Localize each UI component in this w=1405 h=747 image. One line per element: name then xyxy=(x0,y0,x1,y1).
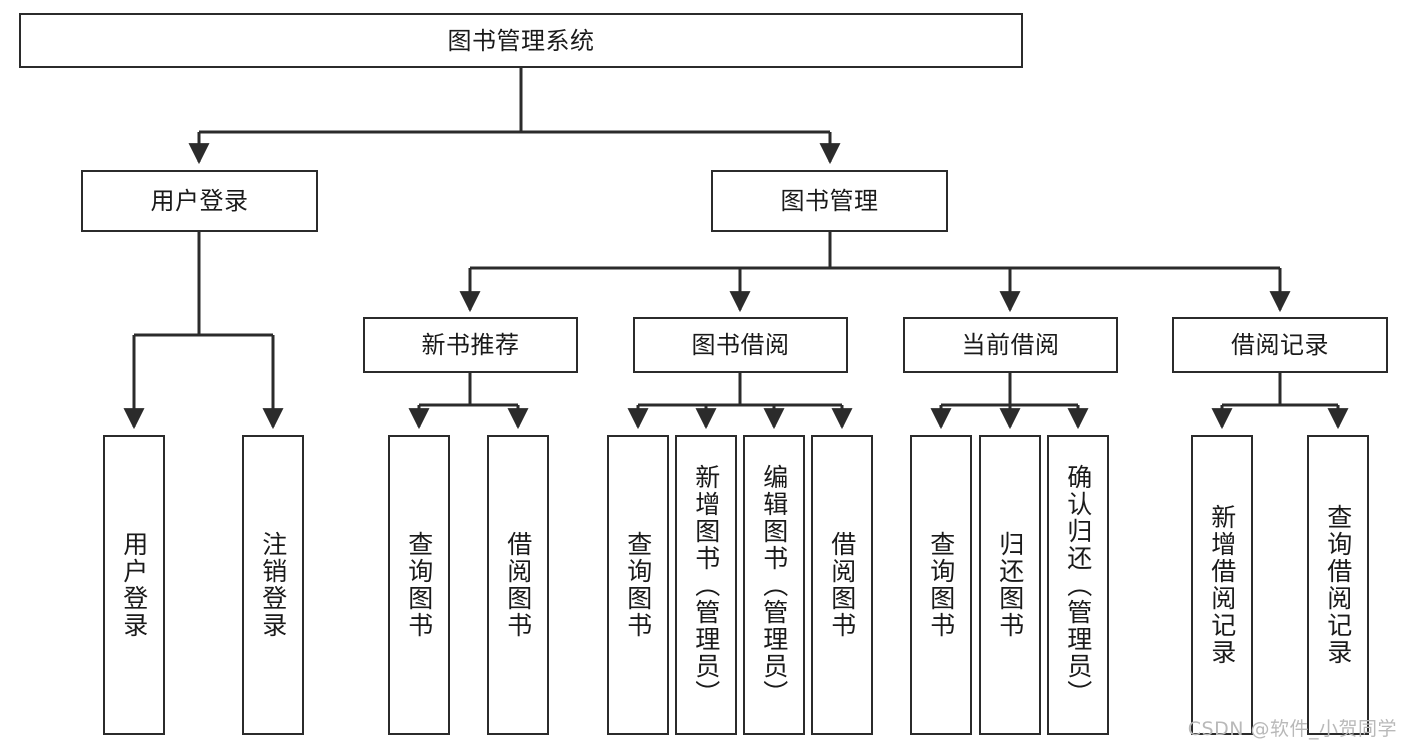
leaf-borrow-record-2-label: 查询借阅记录 xyxy=(1323,504,1353,666)
node-book-manage[interactable]: 图书管理 xyxy=(711,170,948,232)
node-user-login[interactable]: 用户登录 xyxy=(81,170,318,232)
leaf-user-login-1-label: 用户登录 xyxy=(119,531,149,639)
leaf-current-borrow-2[interactable]: 归还图书 xyxy=(979,435,1041,735)
leaf-book-borrow-1[interactable]: 查询图书 xyxy=(607,435,669,735)
node-user-login-label: 用户登录 xyxy=(150,187,249,215)
leaf-book-borrow-1-label: 查询图书 xyxy=(623,531,653,639)
leaf-current-borrow-2-label: 归还图书 xyxy=(995,531,1025,639)
leaf-book-borrow-4-label: 借阅图书 xyxy=(827,531,857,639)
leaf-borrow-record-2[interactable]: 查询借阅记录 xyxy=(1307,435,1369,735)
node-new-book-recommend[interactable]: 新书推荐 xyxy=(363,317,578,373)
node-book-borrow[interactable]: 图书借阅 xyxy=(633,317,848,373)
leaf-user-login-1[interactable]: 用户登录 xyxy=(103,435,165,735)
leaf-new-book-1[interactable]: 查询图书 xyxy=(388,435,450,735)
csdn-watermark: CSDN @软件_小贺同学 xyxy=(1187,718,1397,740)
leaf-user-login-2-label: 注销登录 xyxy=(258,531,288,639)
leaf-current-borrow-3[interactable]: 确认归还（管理员） xyxy=(1047,435,1109,735)
node-borrow-record[interactable]: 借阅记录 xyxy=(1172,317,1388,373)
leaf-book-borrow-4[interactable]: 借阅图书 xyxy=(811,435,873,735)
leaf-borrow-record-1-label: 新增借阅记录 xyxy=(1207,504,1237,666)
node-book-borrow-label: 图书借阅 xyxy=(691,331,790,359)
leaf-book-borrow-3-label: 编辑图书（管理员） xyxy=(759,463,789,707)
node-book-manage-label: 图书管理 xyxy=(780,187,879,215)
leaf-new-book-2-label: 借阅图书 xyxy=(503,531,533,639)
leaf-borrow-record-1[interactable]: 新增借阅记录 xyxy=(1191,435,1253,735)
leaf-current-borrow-1-label: 查询图书 xyxy=(926,531,956,639)
node-root-label: 图书管理系统 xyxy=(447,26,595,55)
leaf-book-borrow-2[interactable]: 新增图书（管理员） xyxy=(675,435,737,735)
leaf-current-borrow-1[interactable]: 查询图书 xyxy=(910,435,972,735)
leaf-current-borrow-3-label: 确认归还（管理员） xyxy=(1063,463,1093,707)
node-current-borrow-label: 当前借阅 xyxy=(961,331,1060,359)
leaf-book-borrow-2-label: 新增图书（管理员） xyxy=(691,463,721,707)
node-borrow-record-label: 借阅记录 xyxy=(1231,331,1329,359)
leaf-book-borrow-3[interactable]: 编辑图书（管理员） xyxy=(743,435,805,735)
leaf-user-login-2[interactable]: 注销登录 xyxy=(242,435,304,735)
node-root[interactable]: 图书管理系统 xyxy=(19,13,1023,68)
leaf-new-book-1-label: 查询图书 xyxy=(404,531,434,639)
leaf-new-book-2[interactable]: 借阅图书 xyxy=(487,435,549,735)
node-current-borrow[interactable]: 当前借阅 xyxy=(903,317,1118,373)
node-new-book-recommend-label: 新书推荐 xyxy=(421,331,520,359)
